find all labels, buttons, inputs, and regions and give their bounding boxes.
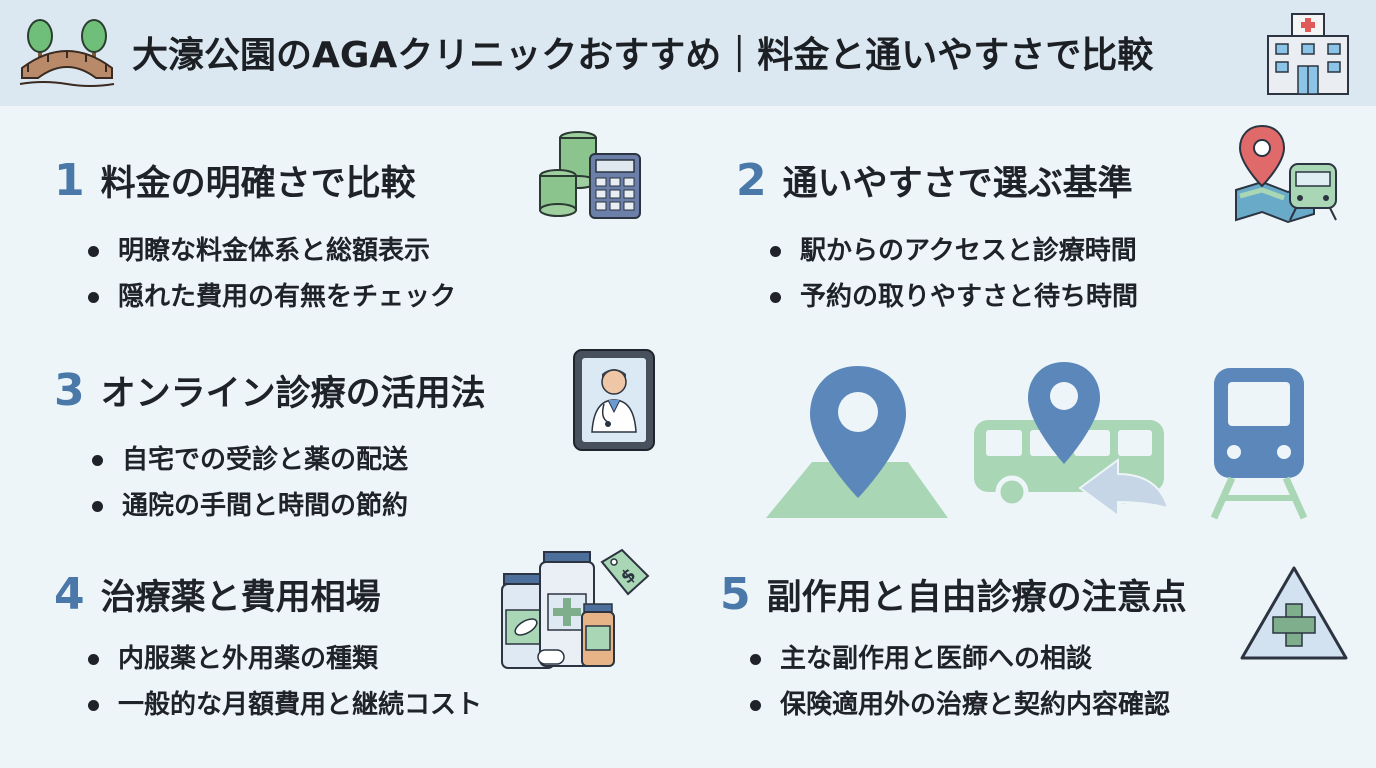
map-location-icon: [766, 366, 948, 518]
section-4-title: 4 治療薬と費用相場: [54, 570, 381, 620]
section-4-number: 4: [54, 569, 85, 620]
list-item: 通院の手間と時間の節約: [88, 483, 408, 529]
map-pin-train-icon: [1235, 124, 1337, 224]
section-3-heading: オンライン診療の活用法: [100, 374, 486, 414]
section-2-number: 2: [736, 155, 767, 206]
list-item: 保険適用外の治療と契約内容確認: [746, 682, 1170, 728]
list-item: 明瞭な料金体系と総額表示: [84, 228, 456, 274]
section-1-bullets: 明瞭な料金体系と総額表示 隠れた費用の有無をチェック: [84, 228, 456, 320]
section-2-heading: 通いやすさで選ぶ基準: [782, 164, 1133, 204]
list-item: 予約の取りやすさと待ち時間: [766, 274, 1138, 320]
section-1-title: 1 料金の明確さで比較: [54, 156, 416, 206]
list-item: 隠れた費用の有無をチェック: [84, 274, 456, 320]
header-bar: 大濠公園のAGAクリニックおすすめ｜料金と通いやすさで比較: [0, 0, 1376, 106]
hospital-building-icon: [1267, 13, 1349, 95]
section-5-number: 5: [720, 569, 751, 620]
medicine-bottles-icon: $: [501, 548, 650, 669]
list-item: 駅からのアクセスと診療時間: [766, 228, 1138, 274]
bus-location-icon: [974, 362, 1170, 518]
section-3-bullets: 自宅での受診と薬の配送 通院の手間と時間の節約: [88, 437, 408, 529]
section-3-title: 3 オンライン診療の活用法: [54, 366, 486, 416]
list-item: 一般的な月額費用と継続コスト: [84, 682, 482, 728]
section-3-number: 3: [54, 365, 85, 416]
tablet-doctor-icon: [573, 349, 655, 451]
coins-calculator-icon: [539, 131, 641, 219]
section-2-bullets: 駅からのアクセスと診療時間 予約の取りやすさと待ち時間: [766, 228, 1138, 320]
section-5-bullets: 主な副作用と医師への相談 保険適用外の治療と契約内容確認: [746, 636, 1170, 728]
section-1-number: 1: [54, 155, 85, 206]
section-4-bullets: 内服薬と外用薬の種類 一般的な月額費用と継続コスト: [84, 636, 482, 728]
section-5-heading: 副作用と自由診療の注意点: [766, 578, 1187, 618]
list-item: 主な副作用と医師への相談: [746, 636, 1170, 682]
warning-medical-cross-icon: [1240, 566, 1348, 660]
page-title: 大濠公園のAGAクリニックおすすめ｜料金と通いやすさで比較: [132, 35, 1154, 76]
list-item: 内服薬と外用薬の種類: [84, 636, 482, 682]
section-5-title: 5 副作用と自由診療の注意点: [720, 570, 1187, 620]
train-icon: [1210, 368, 1308, 520]
list-item: 自宅での受診と薬の配送: [88, 437, 408, 483]
park-bridge-icon: [19, 19, 115, 87]
section-1-heading: 料金の明確さで比較: [100, 164, 416, 204]
section-4-heading: 治療薬と費用相場: [100, 578, 381, 618]
section-2-title: 2 通いやすさで選ぶ基準: [736, 156, 1133, 206]
